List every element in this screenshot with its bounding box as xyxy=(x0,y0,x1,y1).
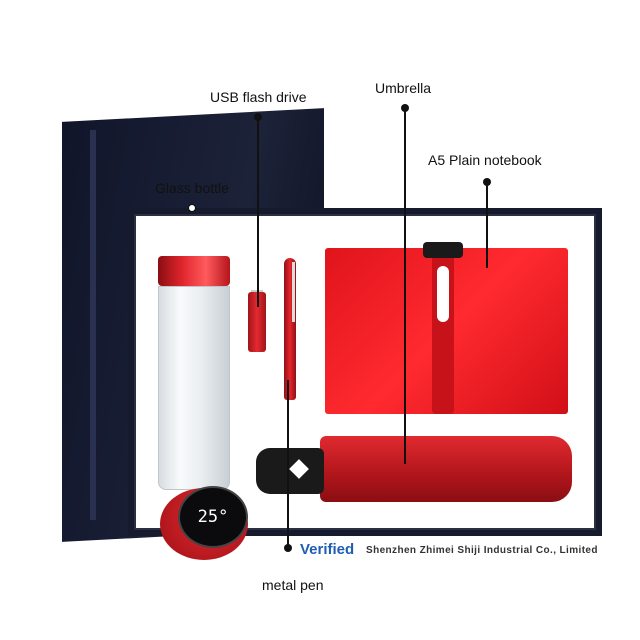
callout-line xyxy=(404,108,406,464)
company-name: Shenzhen Zhimei Shiji Industrial Co., Li… xyxy=(366,545,598,556)
usb-drive-product xyxy=(248,292,266,352)
temperature-display: 25° xyxy=(178,486,248,548)
label-umbrella: Umbrella xyxy=(375,80,432,96)
callout-line xyxy=(486,182,488,268)
glass-bottle-body xyxy=(158,286,230,490)
umbrella-handle xyxy=(256,448,324,494)
umbrella-product xyxy=(320,436,572,502)
callout-dot xyxy=(188,204,196,212)
verified-badge: Verified xyxy=(300,541,355,558)
callout-dot xyxy=(284,544,292,552)
glass-bottle-cap xyxy=(158,256,230,286)
callout-line xyxy=(287,380,289,546)
lid-edge xyxy=(90,130,96,520)
label-usb: USB flash drive xyxy=(210,89,307,105)
callout-line xyxy=(257,117,259,307)
label-bottle: Glass bottle xyxy=(155,180,229,196)
pen-clip xyxy=(292,262,295,322)
strap-clasp xyxy=(423,242,463,258)
label-notebook: A5 Plain notebook xyxy=(428,152,542,168)
pen-loop xyxy=(437,266,449,322)
label-pen: metal pen xyxy=(262,577,324,593)
